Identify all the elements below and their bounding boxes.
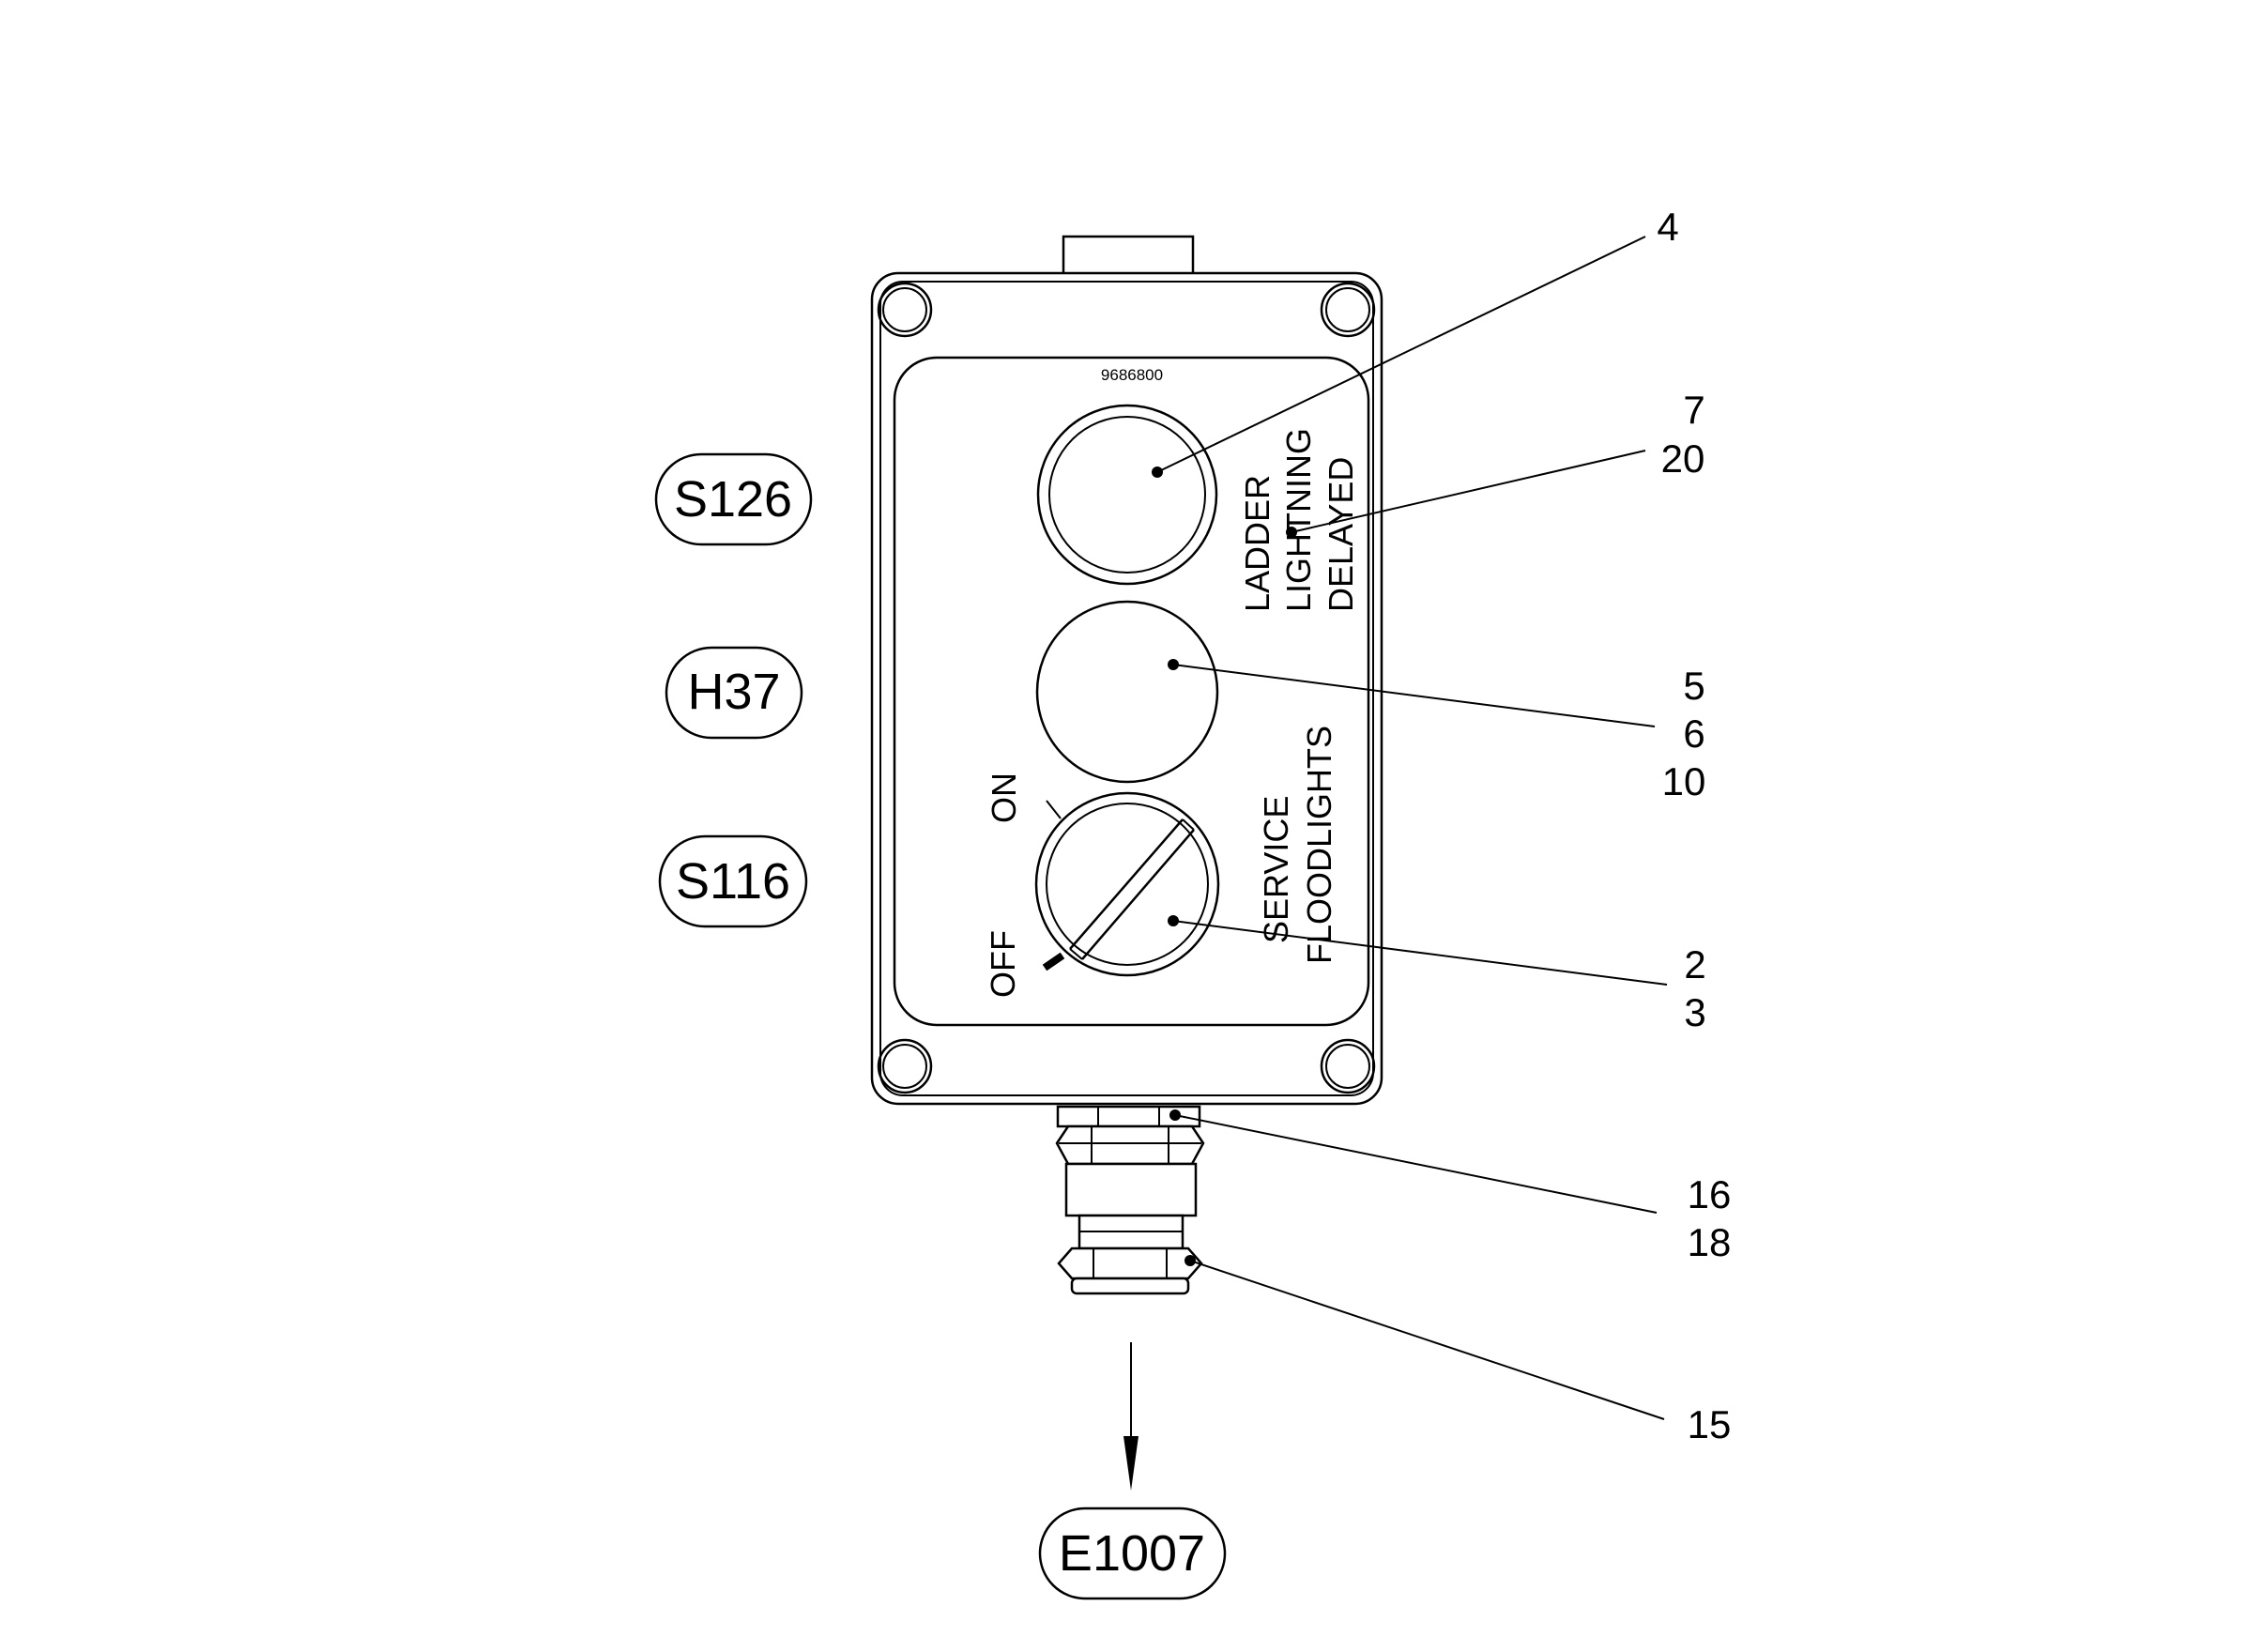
callout-18: 18 (1688, 1220, 1732, 1264)
label-service-line-2: FLOODLIGHTS (1300, 726, 1338, 964)
label-ladder-line-2: LIGHTNING (1279, 428, 1318, 612)
leader-5-6-10 (1168, 659, 1656, 727)
callout-2: 2 (1684, 942, 1705, 987)
label-ladder-line-3: DELAYED (1322, 457, 1360, 612)
leader-15 (1184, 1255, 1665, 1420)
tag-h37: H37 (665, 646, 803, 740)
switch-label-off: OFF (984, 930, 1022, 998)
callout-10: 10 (1662, 759, 1706, 803)
cable-arrow-head (1123, 1436, 1139, 1491)
switch-pointer-tick (1046, 800, 1062, 819)
push-button-ladder-lighting (1036, 404, 1218, 586)
mounting-hole-top-right (1320, 282, 1376, 338)
callout-15: 15 (1688, 1402, 1732, 1446)
switch-pointer-handle (1042, 952, 1065, 971)
mounting-hole-bottom-left (877, 1038, 933, 1094)
tag-h37-text: H37 (687, 664, 780, 720)
tag-e1007-text: E1007 (1059, 1525, 1205, 1582)
mounting-hole-bottom-right (1320, 1038, 1376, 1094)
leader-2-3 (1168, 915, 1668, 986)
label-ladder-line-1: LADDER (1238, 475, 1276, 612)
tag-s116-text: S116 (676, 853, 790, 910)
callout-3: 3 (1684, 990, 1705, 1034)
tag-s126-text: S126 (674, 471, 792, 528)
callout-6: 6 (1683, 711, 1704, 756)
callout-4: 4 (1657, 205, 1678, 249)
leader-16-18 (1169, 1109, 1658, 1214)
serial-number: 9686800 (1101, 366, 1163, 384)
rotary-switch-service-floodlights (1034, 791, 1220, 977)
label-service-line-1: SERVICE (1257, 796, 1295, 943)
leader-4 (1152, 236, 1646, 478)
callout-7: 7 (1683, 388, 1704, 432)
leader-7-20 (1286, 450, 1646, 538)
mounting-hole-top-left (877, 282, 933, 338)
callout-5: 5 (1683, 664, 1704, 708)
enclosure (870, 271, 1383, 1106)
tag-e1007: E1007 (1038, 1507, 1227, 1600)
callout-20: 20 (1661, 436, 1705, 481)
front-plate (893, 356, 1370, 1027)
indicator-lamp (1035, 600, 1219, 784)
cable-gland (1055, 1105, 1205, 1295)
switch-label-on: ON (985, 772, 1023, 823)
tag-s116: S116 (658, 834, 808, 928)
tag-s126: S126 (654, 452, 813, 546)
callout-16: 16 (1688, 1172, 1732, 1216)
